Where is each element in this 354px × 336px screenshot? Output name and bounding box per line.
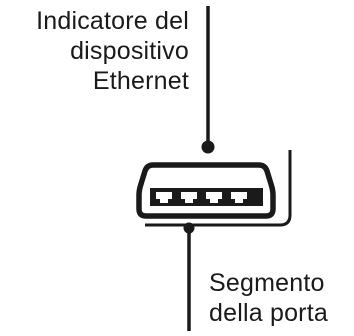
device-indicator-label: Indicatore del dispositivo Ethernet <box>36 6 189 96</box>
port-segment-label-line: Segmento <box>209 269 325 297</box>
ethernet-port-icon <box>206 192 222 203</box>
device-frame-bracket <box>145 150 292 227</box>
ethernet-port-icon <box>231 192 247 203</box>
device-indicator-leader-dot <box>201 140 215 154</box>
port-segment <box>156 192 247 203</box>
ethernet-port-icon <box>181 192 197 203</box>
ethernet-port-icon <box>156 192 172 203</box>
port-segment-label-line: della porta <box>209 299 328 327</box>
device-indicator-label-line: Indicatore del <box>36 7 189 35</box>
port-segment-label: Segmento della porta <box>209 268 328 328</box>
device-indicator-label-line: Ethernet <box>92 67 189 95</box>
device-indicator-label-line: dispositivo <box>70 37 189 65</box>
ethernet-switch-icon <box>136 162 276 219</box>
